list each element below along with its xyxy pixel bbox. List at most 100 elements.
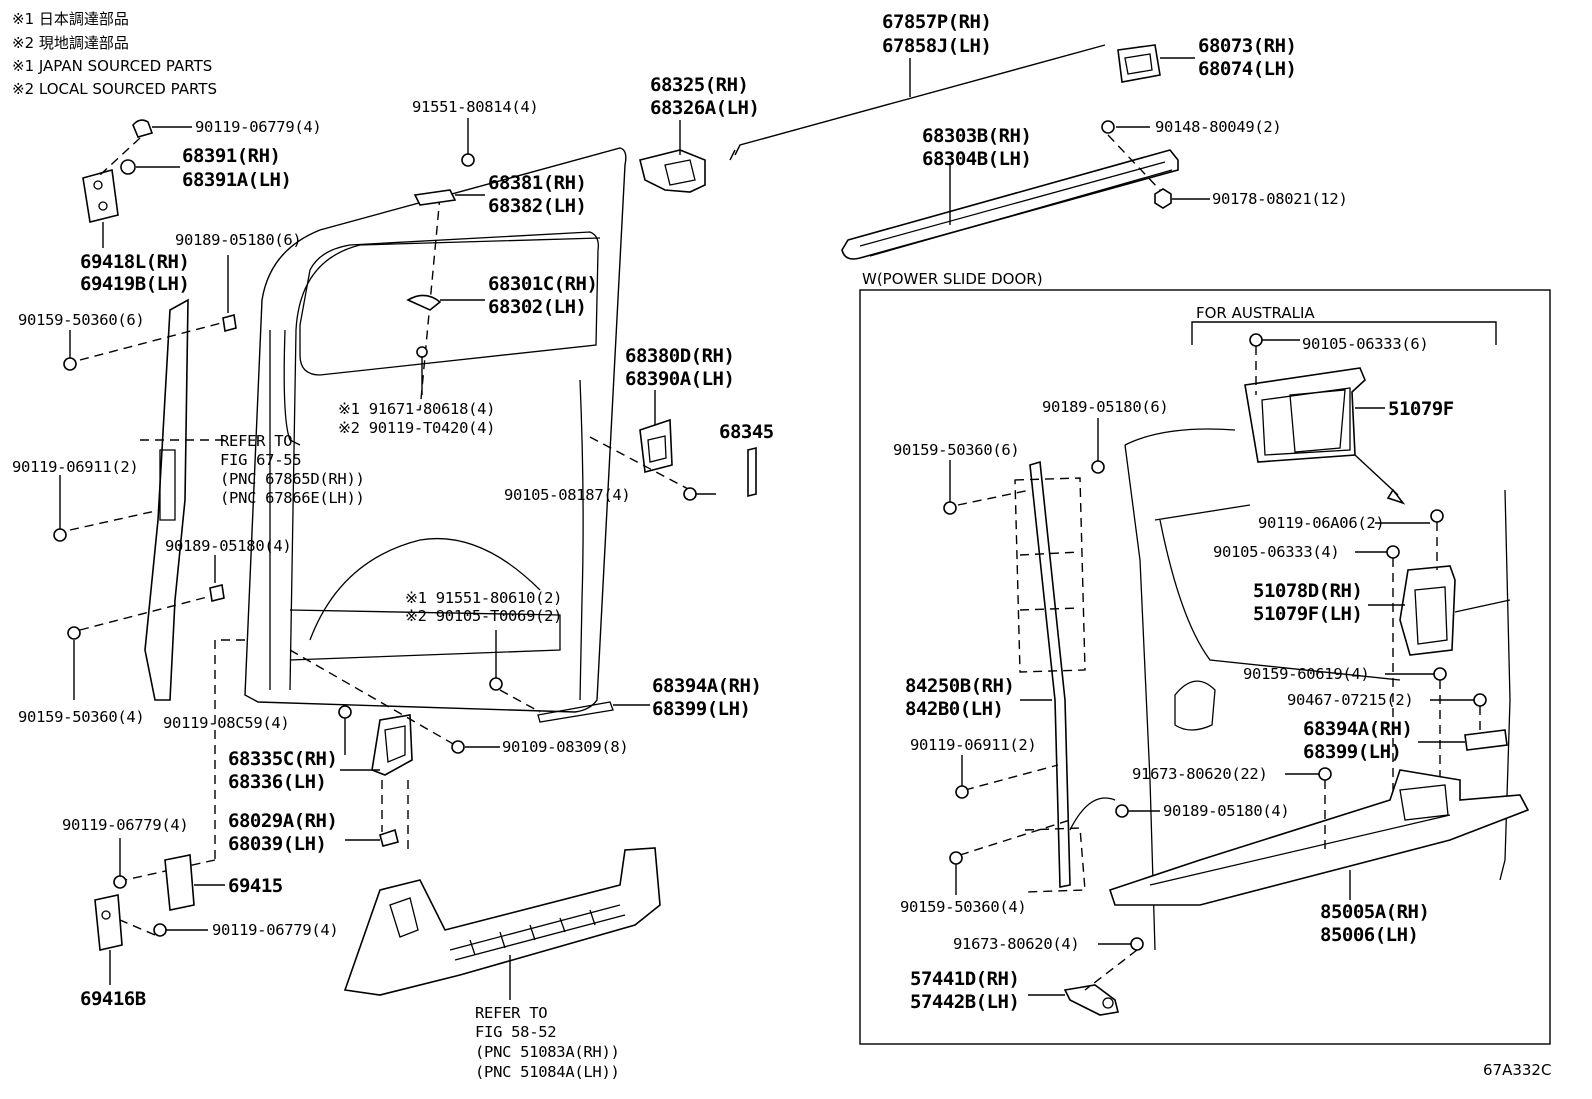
note-local-jp: ※2 現地調達部品 <box>12 34 129 52</box>
label-68039: 68039(LH) <box>228 833 326 855</box>
r-label-90189b: 90189-05180(4) <box>1163 802 1289 820</box>
label-68381: 68381(RH) <box>488 172 586 194</box>
label-68302: 68302(LH) <box>488 296 586 318</box>
label-91551a: 91551-80814(4) <box>412 98 538 116</box>
r-label-91673a: 91673-80620(22) <box>1132 765 1267 783</box>
refer-58-52-line4: (PNC 51084A(LH)) <box>475 1063 620 1081</box>
label-68301: 68301C(RH) <box>488 273 597 295</box>
note-japan-jp: ※1 日本調達部品 <box>12 10 129 28</box>
label-68304: 68304B(LH) <box>922 148 1031 170</box>
lower-rail-85005 <box>1108 769 1530 906</box>
r-label-51079: 51079F <box>1388 398 1454 420</box>
r-label-57441: 57441D(RH) <box>910 968 1019 990</box>
label-69416: 69416B <box>80 988 146 1010</box>
refer-67-55-line4: (PNC 67866E(LH)) <box>220 489 365 507</box>
label-90148: 90148-80049(2) <box>1155 118 1281 136</box>
australia-label: FOR AUSTRALIA <box>1196 304 1315 322</box>
striker-68380 <box>639 418 673 474</box>
r-label-90119b: 90119-06911(2) <box>910 736 1036 754</box>
center-pillar-bracket <box>144 298 189 701</box>
bracket-68381 <box>413 189 457 206</box>
label-90105t: ※2 90105-T0069(2) <box>405 607 562 625</box>
box-title: W(POWER SLIDE DOOR) <box>862 270 1043 288</box>
label-68382: 68382(LH) <box>488 195 586 217</box>
figure-code: 67A332C <box>1483 1061 1551 1079</box>
label-90178: 90178-08021(12) <box>1212 190 1347 208</box>
refer-67-55-line1: REFER TO <box>220 432 292 450</box>
roller-57441 <box>1063 984 1119 1016</box>
hinge-69418 <box>82 168 119 223</box>
hinge-69416 <box>94 894 123 951</box>
r-label-51079f: 51079F(LH) <box>1253 603 1362 625</box>
label-90159b: 90159-50360(4) <box>18 708 144 726</box>
refer-67-55-line2: FIG 67-55 <box>220 451 301 469</box>
r-label-84250: 84250B(RH) <box>905 675 1014 697</box>
bracket-51078d <box>1399 565 1456 656</box>
label-90105a: 90105-08187(4) <box>504 486 630 504</box>
label-68391: 68391(RH) <box>182 145 280 167</box>
label-90119d: 90119-06779(4) <box>62 816 188 834</box>
bracket-51079f <box>1244 367 1366 463</box>
label-90119b: 90119-06911(2) <box>12 458 138 476</box>
label-68326: 68326A(LH) <box>650 97 759 119</box>
label-69415: 69415 <box>228 875 283 897</box>
label-90159a: 90159-50360(6) <box>18 311 144 329</box>
label-68336: 68336(LH) <box>228 771 326 793</box>
r-label-85005: 85005A(RH) <box>1320 901 1429 923</box>
slide-door-outline <box>244 147 627 713</box>
rocker-panel-left <box>343 847 661 996</box>
label-68345: 68345 <box>719 421 774 443</box>
r-label-68394: 68394A(RH) <box>1303 718 1412 740</box>
nut-90189-top <box>222 313 237 333</box>
label-68394: 68394A(RH) <box>652 675 761 697</box>
part-68345 <box>747 446 757 498</box>
label-68335: 68335C(RH) <box>228 748 337 770</box>
pad-69415 <box>164 854 195 911</box>
label-68390: 68390A(LH) <box>625 368 734 390</box>
slide-door-outline-right <box>1124 428 1511 951</box>
bolt-91551 <box>461 153 475 167</box>
weatherstrip-84250 <box>1029 460 1071 888</box>
pad-68394-right <box>1464 729 1508 751</box>
rod-68394 <box>537 701 614 723</box>
nut-90178 <box>1154 188 1172 209</box>
refer-58-52-line1: REFER TO <box>475 1004 547 1022</box>
label-69418: 69418L(RH) <box>80 251 189 273</box>
r-label-90159c: 90159-50360(4) <box>900 898 1026 916</box>
australia-bracket <box>1191 321 1497 345</box>
label-90119c: 90119-08C59(4) <box>163 714 289 732</box>
label-90189a: 90189-05180(6) <box>175 231 301 249</box>
power-slide-door-box <box>859 289 1551 1045</box>
r-label-84280: 842B0(LH) <box>905 698 1003 720</box>
bolt-90148 <box>1101 120 1115 134</box>
label-68325: 68325(RH) <box>650 74 748 96</box>
label-69419: 69419B(LH) <box>80 273 189 295</box>
cover-68073 <box>1117 44 1161 83</box>
label-68073: 68073(RH) <box>1198 35 1296 57</box>
label-67858: 67858J(LH) <box>882 35 991 57</box>
hinge-68325 <box>639 149 706 193</box>
roller-68029 <box>379 828 399 847</box>
refer-58-52-line3: (PNC 51083A(RH)) <box>475 1043 620 1061</box>
r-label-57442: 57442B(LH) <box>910 991 1019 1013</box>
nut-68391 <box>120 159 136 175</box>
label-90119e: 90119-06779(4) <box>212 921 338 939</box>
refer-67-55-line3: (PNC 67865D(RH)) <box>220 470 365 488</box>
label-68029: 68029A(RH) <box>228 810 337 832</box>
r-label-90105a: 90105-06333(6) <box>1302 335 1428 353</box>
label-90119a: 90119-06779(4) <box>195 118 321 136</box>
r-label-85006: 85006(LH) <box>1320 924 1418 946</box>
label-68303: 68303B(RH) <box>922 125 1031 147</box>
label-91671: ※1 91671-80618(4) <box>338 400 495 418</box>
label-68074: 68074(LH) <box>1198 58 1296 80</box>
label-90109: 90109-08309(8) <box>502 738 628 756</box>
upper-rail-rod <box>734 44 1106 156</box>
bolt-90119-top <box>132 119 154 138</box>
label-68399: 68399(LH) <box>652 698 750 720</box>
clip-68301 <box>406 294 442 311</box>
r-label-90467: 90467-07215(2) <box>1287 691 1413 709</box>
r-label-90159b: 90159-60619(4) <box>1243 665 1369 683</box>
label-68380: 68380D(RH) <box>625 345 734 367</box>
arrow-indicator <box>1386 488 1406 505</box>
